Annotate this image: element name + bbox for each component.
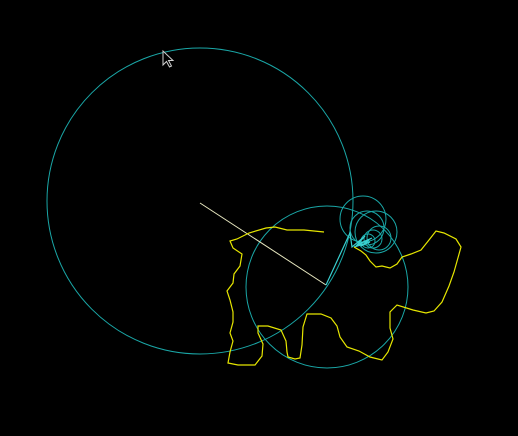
- arrow-cursor-icon: [162, 49, 175, 68]
- radius-arms: [325, 230, 373, 286]
- connector-line: [199, 202, 327, 286]
- traced-path: [226, 226, 462, 366]
- epicycle-circle-4: [354, 210, 398, 254]
- radius-arm-chain: [325, 230, 373, 286]
- epicycle-circles: [46, 47, 409, 369]
- epicycle-circle-1: [46, 47, 354, 355]
- epicycle-circle-7: [363, 229, 383, 249]
- epicycle-circle-5: [349, 210, 385, 246]
- epicycle-circle-3: [339, 195, 387, 243]
- epicycle-circle-2: [245, 205, 409, 369]
- epicycle-circle-6: [366, 225, 392, 251]
